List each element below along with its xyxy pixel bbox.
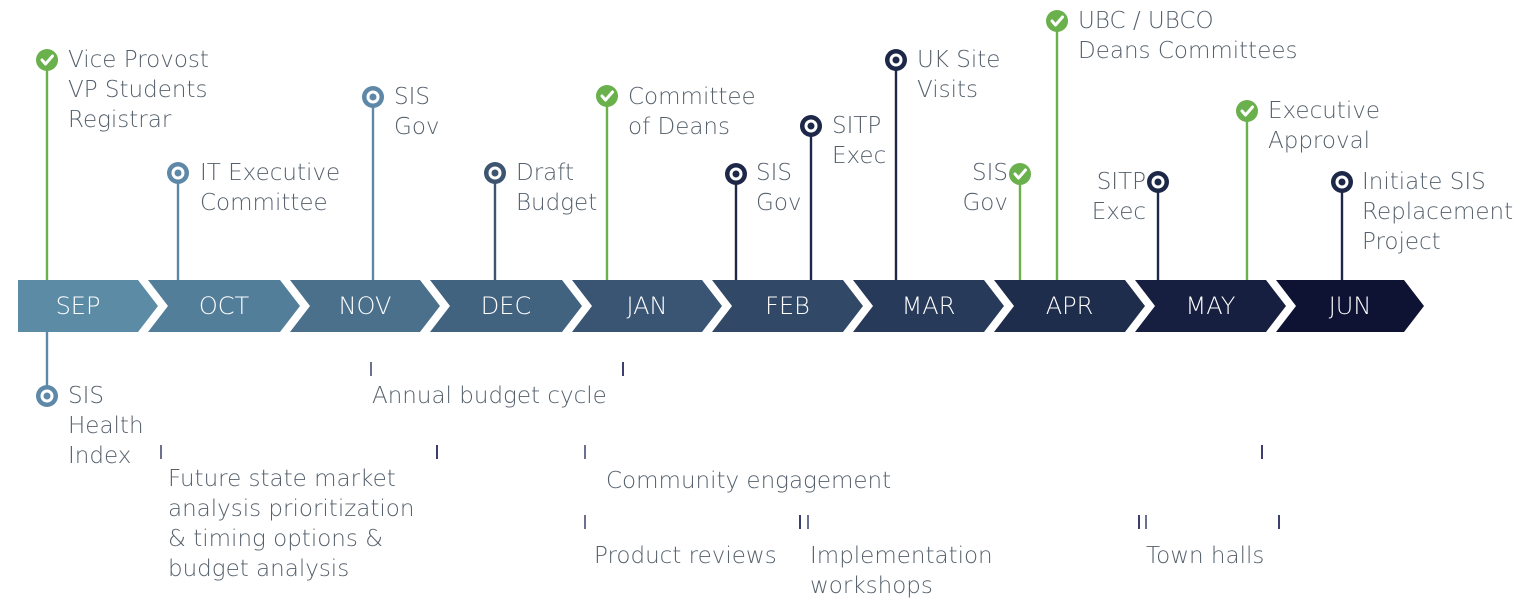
event-label: UK Site Visits xyxy=(917,47,1001,103)
event-label-below: SIS Health Index xyxy=(68,383,144,469)
target-icon xyxy=(1331,171,1353,193)
target-icon xyxy=(885,49,907,71)
event-label: Draft Budget xyxy=(516,160,598,216)
range-bar xyxy=(160,445,438,459)
month-chevron xyxy=(18,280,158,332)
month-label-oct: OCT xyxy=(198,292,250,320)
range-label: Future state market analysis prioritizat… xyxy=(168,466,415,582)
range-lines xyxy=(160,362,1280,529)
check-circle-icon xyxy=(1236,100,1258,122)
check-circle-icon xyxy=(596,85,618,107)
event-label: Executive Approval xyxy=(1268,98,1380,154)
month-label-sep: SEP xyxy=(55,292,101,320)
check-circle-icon xyxy=(36,49,58,71)
target-icon xyxy=(362,86,384,108)
event-label: SIS Gov xyxy=(962,160,1008,216)
check-circle-icon xyxy=(1046,10,1068,32)
month-chevron xyxy=(148,280,300,332)
event-label: SITP Exec xyxy=(832,113,887,169)
check-circle-icon xyxy=(1009,163,1031,185)
target-icon xyxy=(484,162,506,184)
target-icon xyxy=(1147,171,1169,193)
range-bar xyxy=(807,515,1140,529)
month-chevron xyxy=(1135,280,1286,332)
month-label-nov: NOV xyxy=(338,292,392,320)
month-label-feb: FEB xyxy=(765,292,810,320)
event-label: Committee of Deans xyxy=(628,84,756,140)
range-label: Annual budget cycle xyxy=(372,383,607,409)
month-label-may: MAY xyxy=(1185,292,1236,320)
range-label: Product reviews xyxy=(594,543,777,569)
target-icon xyxy=(800,115,822,137)
month-label-jun: JUN xyxy=(1328,292,1372,320)
target-icon xyxy=(725,163,747,185)
event-label: SIS Gov xyxy=(394,84,440,140)
month-chevron xyxy=(853,280,1004,332)
month-chevron xyxy=(994,280,1145,332)
month-chevron xyxy=(290,280,440,332)
month-label-dec: DEC xyxy=(480,292,532,320)
range-bar xyxy=(370,362,624,376)
range-label: Community engagement xyxy=(606,468,892,494)
month-chevron xyxy=(572,280,722,332)
month-label-mar: MAR xyxy=(901,292,956,320)
month-chevron-bar xyxy=(18,280,1424,332)
month-label-jan: JAN xyxy=(626,292,668,320)
range-bar xyxy=(584,445,1263,459)
target-icon xyxy=(167,162,189,184)
target-icon xyxy=(36,385,58,407)
range-bar xyxy=(1145,515,1280,529)
event-label: Vice Provost VP Students Registrar xyxy=(68,47,209,133)
event-icons xyxy=(36,10,1353,407)
range-label: Town halls xyxy=(1146,543,1265,569)
event-label: Initiate SIS Replacement Project xyxy=(1362,169,1514,255)
month-chevron xyxy=(1276,280,1424,332)
event-label: SITP Exec xyxy=(1091,169,1146,225)
event-label: IT Executive Committee xyxy=(200,160,341,216)
month-label-apr: APR xyxy=(1045,292,1094,320)
month-chevron xyxy=(430,280,582,332)
event-label: SIS Gov xyxy=(756,160,802,216)
event-label: UBC / UBCO Deans Committees xyxy=(1078,8,1298,64)
range-label: Implementation workshops xyxy=(810,543,993,599)
month-chevron xyxy=(712,280,863,332)
range-bar xyxy=(584,515,801,529)
